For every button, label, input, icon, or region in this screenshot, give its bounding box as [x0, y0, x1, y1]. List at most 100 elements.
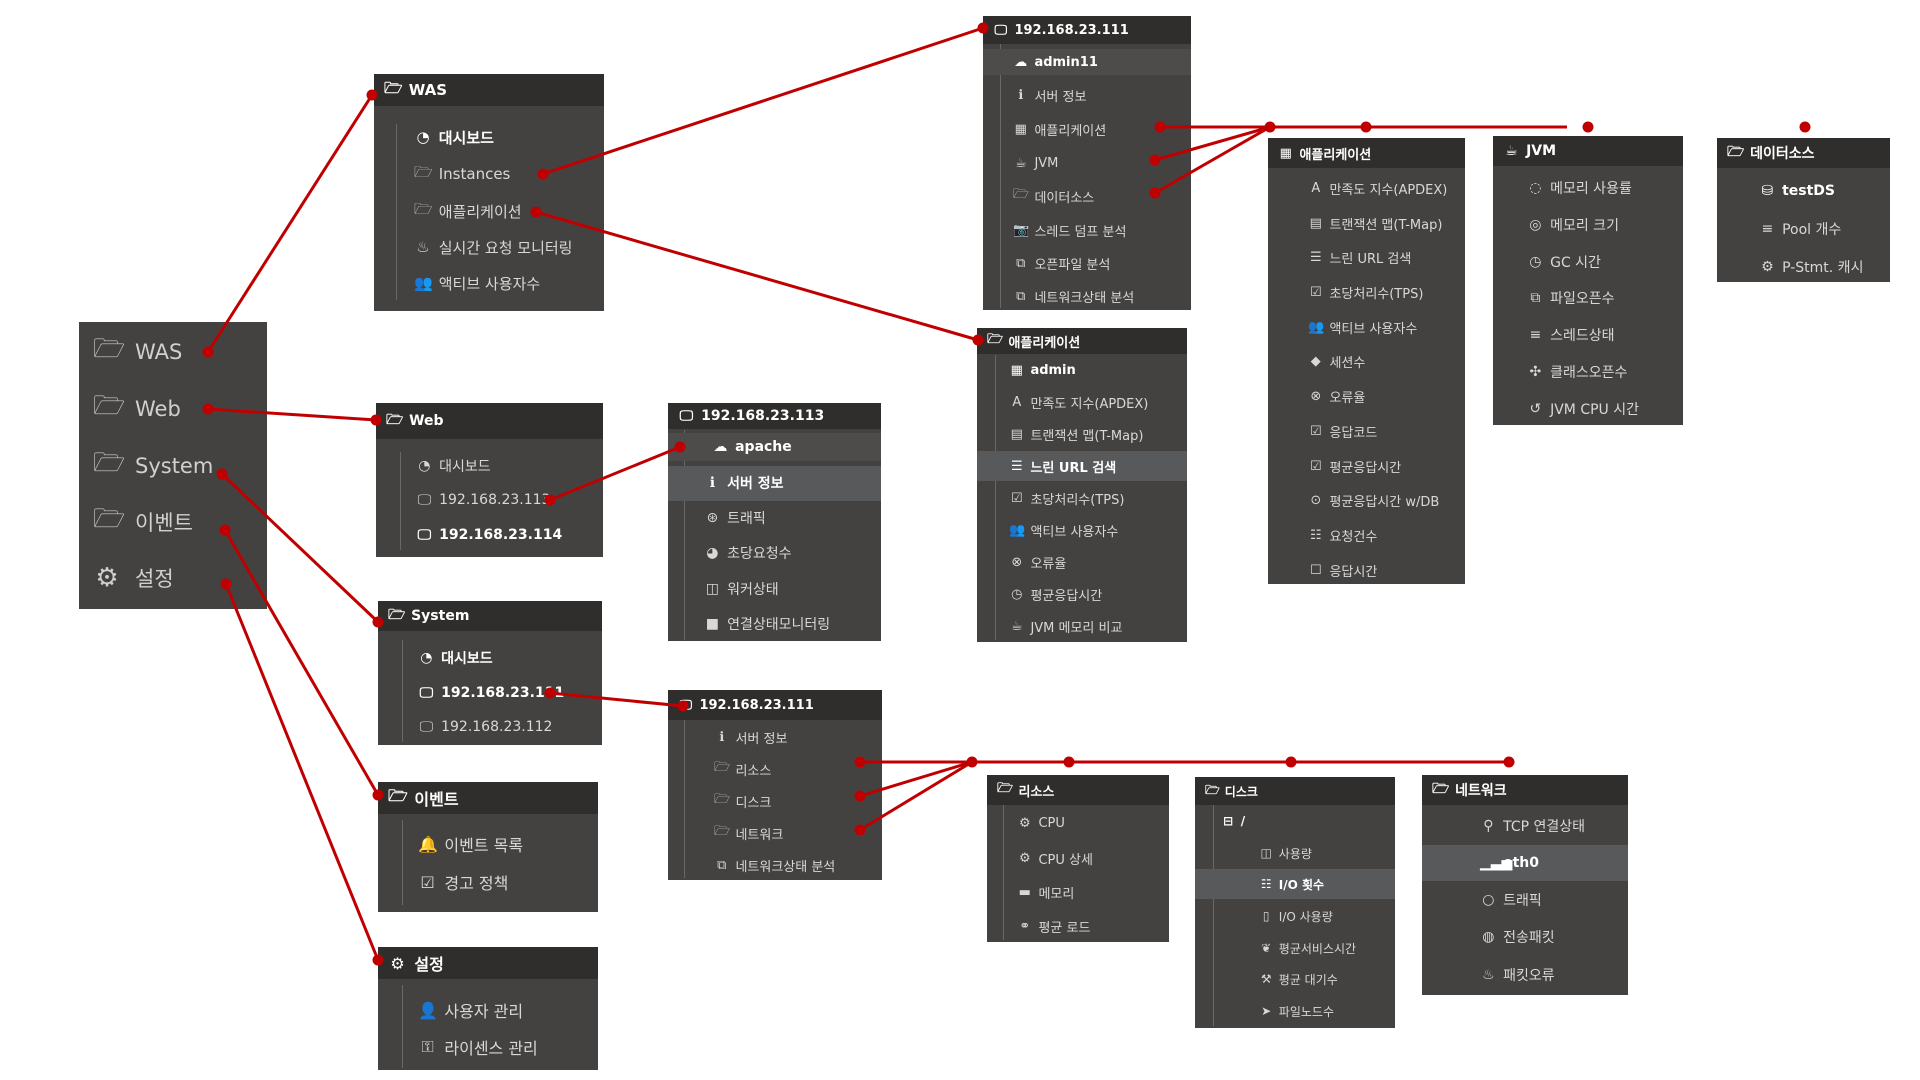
panel-header[interactable]: 🖵192.168.23.111: [983, 16, 1191, 44]
event-item[interactable]: ☑경고 정책: [378, 866, 598, 898]
panel-header[interactable]: 🗁애플리케이션: [977, 328, 1187, 354]
sys-instance-item[interactable]: 🗁리소스: [668, 756, 882, 782]
app-detail-item[interactable]: ⊙평균응답시간 w/DB: [1268, 487, 1465, 513]
app-detail-item[interactable]: ☑평균응답시간: [1268, 453, 1465, 479]
panel-header[interactable]: ☕JVM: [1493, 136, 1683, 166]
disk-item[interactable]: ▯I/O 사용량: [1195, 904, 1395, 928]
network-item[interactable]: ○트래픽: [1422, 886, 1628, 914]
web-instance-item[interactable]: ☁apache: [668, 433, 881, 461]
sys-instance-item[interactable]: 🗁네트워크: [668, 820, 882, 846]
system-item[interactable]: 🖵192.168.23.111: [378, 679, 602, 707]
was-apps-item[interactable]: 👥액티브 사용자수: [977, 517, 1187, 543]
app-detail-item[interactable]: ☑초당처리수(TPS): [1268, 279, 1465, 305]
app-detail-item[interactable]: ◆세션수: [1268, 348, 1465, 374]
app-detail-item[interactable]: 👥액티브 사용자수: [1268, 314, 1465, 340]
resource-item[interactable]: ⚙CPU: [987, 810, 1169, 836]
was-apps-item[interactable]: ☰느린 URL 검색: [977, 451, 1187, 481]
was-item[interactable]: 🗁애플리케이션: [374, 196, 604, 226]
panel-header[interactable]: 🗁디스크: [1195, 777, 1395, 805]
disk-item[interactable]: ➤파일노드수: [1195, 999, 1395, 1023]
was-item[interactable]: ◔대시보드: [374, 122, 604, 152]
was-instance-item[interactable]: ▦애플리케이션: [983, 116, 1191, 142]
app-detail-item[interactable]: ☑응답코드: [1268, 418, 1465, 444]
disk-item[interactable]: ◫사용량: [1195, 841, 1395, 865]
was-instance-item[interactable]: ☕JVM: [983, 150, 1191, 176]
jvm-item[interactable]: ◷GC 시간: [1493, 248, 1683, 276]
datasource-item[interactable]: ⚙P-Stmt. 캐시: [1717, 253, 1890, 281]
sys-instance-item[interactable]: 🗁디스크: [668, 788, 882, 814]
web-instance-item[interactable]: ◕초당요청수: [668, 539, 881, 567]
network-item[interactable]: ♨패킷오류: [1422, 961, 1628, 989]
jvm-item[interactable]: ✣클래스오픈수: [1493, 358, 1683, 386]
was-instance-item[interactable]: ☁admin11: [983, 49, 1191, 75]
disk-item[interactable]: ⊟/: [1195, 809, 1395, 833]
resource-item[interactable]: ⚙CPU 상세: [987, 845, 1169, 871]
app-detail-item[interactable]: ⊗오류율: [1268, 383, 1465, 409]
web-instance-item[interactable]: ◫워커상태: [668, 575, 881, 603]
panel-header[interactable]: 🗁이벤트: [378, 782, 598, 814]
app-detail-item[interactable]: ☐응답시간: [1268, 557, 1465, 583]
was-apps-item[interactable]: ◷평균응답시간: [977, 581, 1187, 607]
was-item[interactable]: 🗁Instances: [374, 159, 604, 189]
app-detail-item[interactable]: ☷요청건수: [1268, 522, 1465, 548]
was-apps-item[interactable]: ⊗오류율: [977, 549, 1187, 575]
system-item[interactable]: ◔대시보드: [378, 644, 602, 672]
main-menu-item-0[interactable]: 🗁WAS: [79, 334, 267, 370]
was-apps-item[interactable]: ▤트랜잭션 맵(T-Map): [977, 421, 1187, 447]
was-apps-item[interactable]: ☕JVM 메모리 비교: [977, 613, 1187, 639]
panel-header[interactable]: 🗁Web: [376, 403, 603, 439]
web-item[interactable]: 🖵192.168.23.113: [376, 486, 603, 514]
disk-item[interactable]: ⚒평균 대기수: [1195, 967, 1395, 991]
jvm-item[interactable]: ⧉파일오픈수: [1493, 284, 1683, 312]
disk-item[interactable]: ☷I/O 횟수: [1195, 869, 1395, 899]
web-instance-item[interactable]: ■연결상태모니터링: [668, 610, 881, 638]
app-detail-item[interactable]: ▤트랜잭션 맵(T-Map): [1268, 210, 1465, 236]
panel-header[interactable]: 🗁System: [378, 601, 602, 631]
was-instance-item[interactable]: ⧉네트워크상태 분석: [983, 283, 1191, 309]
network-item[interactable]: ◍전송패킷: [1422, 923, 1628, 951]
jvm-item[interactable]: ↺JVM CPU 시간: [1493, 395, 1683, 423]
panel-header[interactable]: 🖵192.168.23.111: [668, 690, 882, 720]
jvm-item[interactable]: ≡스레드상태: [1493, 321, 1683, 349]
network-item[interactable]: ⚲TCP 연결상태: [1422, 812, 1628, 840]
web-item[interactable]: ◔대시보드: [376, 452, 603, 480]
panel-header[interactable]: 🗁네트워크: [1422, 775, 1628, 805]
was-item[interactable]: ♨실시간 요청 모니터링: [374, 232, 604, 262]
resource-item[interactable]: ⚭평균 로드: [987, 913, 1169, 939]
event-item[interactable]: 🔔이벤트 목록: [378, 828, 598, 860]
main-menu-item-2[interactable]: 🗁System: [79, 448, 267, 484]
web-instance-item[interactable]: ⊛트래픽: [668, 504, 881, 532]
was-item[interactable]: 👥액티브 사용자수: [374, 268, 604, 298]
system-item[interactable]: 🖵192.168.23.112: [378, 713, 602, 741]
panel-header[interactable]: 🗁WAS: [374, 74, 604, 106]
panel-header[interactable]: ▦애플리케이션: [1268, 138, 1465, 168]
datasource-item[interactable]: ⛁testDS: [1717, 177, 1890, 205]
settings-item[interactable]: 👤사용자 관리: [378, 994, 598, 1026]
network-item[interactable]: ▁▃▅eth0: [1422, 845, 1628, 881]
jvm-item[interactable]: ◎메모리 크기: [1493, 211, 1683, 239]
main-menu-item-1[interactable]: 🗁Web: [79, 391, 267, 427]
was-instance-item[interactable]: ⧉오픈파일 분석: [983, 250, 1191, 276]
was-instance-item[interactable]: 📷스레드 덤프 분석: [983, 217, 1191, 243]
main-menu-item-3[interactable]: 🗁이벤트: [79, 504, 267, 540]
jvm-item[interactable]: ◌메모리 사용률: [1493, 174, 1683, 202]
panel-header[interactable]: 🖵192.168.23.113: [668, 403, 881, 429]
was-instance-item[interactable]: 🗁데이터소스: [983, 183, 1191, 209]
app-detail-item[interactable]: ☰느린 URL 검색: [1268, 244, 1465, 270]
resource-item[interactable]: ▬메모리: [987, 879, 1169, 905]
disk-item[interactable]: ❦평균서비스시간: [1195, 936, 1395, 960]
sys-instance-item[interactable]: ⧉네트워크상태 분석: [668, 852, 882, 878]
datasource-item[interactable]: ≡Pool 개수: [1717, 215, 1890, 243]
panel-header[interactable]: 🗁데이터소스: [1717, 138, 1890, 168]
main-menu-item-4[interactable]: ⚙설정: [79, 560, 267, 596]
panel-header[interactable]: 🗁리소스: [987, 775, 1169, 805]
web-item[interactable]: 🖵192.168.23.114: [376, 521, 603, 549]
was-apps-item[interactable]: ▦admin: [977, 357, 1187, 383]
settings-item[interactable]: ⚿라이센스 관리: [378, 1031, 598, 1063]
was-apps-item[interactable]: ☑초당처리수(TPS): [977, 485, 1187, 511]
